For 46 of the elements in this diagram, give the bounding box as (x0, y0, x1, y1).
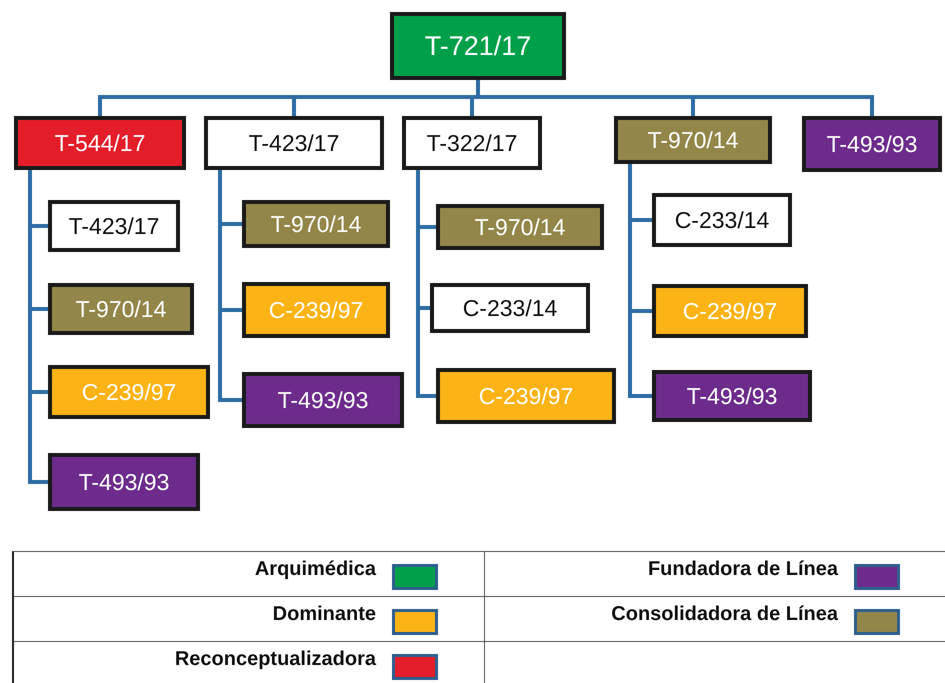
node-label: C-239/97 (82, 378, 176, 406)
node-label: C-239/97 (268, 296, 364, 324)
node-label: T-423/17 (248, 130, 340, 156)
category-box (614, 116, 772, 164)
node-label: C-239/97 (682, 298, 778, 324)
category-box (652, 284, 808, 338)
node-label: C-233/14 (674, 206, 770, 234)
legend-label: Arquimédica (254, 558, 376, 581)
node-label: T-493/93 (278, 386, 368, 414)
legend-label: Fundadora de Línea (648, 558, 838, 581)
node-label: T-493/93 (78, 468, 170, 496)
node-label: T-970/14 (270, 210, 362, 238)
category-box (436, 368, 616, 424)
category-box (402, 116, 542, 170)
category-box (802, 116, 942, 172)
category-box (48, 200, 180, 252)
node-label: C-233/14 (462, 294, 558, 322)
legend-label: Consolidadora de Línea (611, 603, 838, 626)
node-label: T-493/93 (686, 382, 778, 410)
category-box (390, 12, 566, 80)
category-box (652, 193, 792, 247)
node-label: T-493/93 (826, 130, 918, 158)
node-label: T-970/14 (648, 126, 738, 154)
node-label: T-721/17 (424, 30, 532, 62)
node-label: T-322/17 (426, 130, 518, 156)
category-box (430, 283, 590, 333)
category-box (652, 370, 812, 422)
category-box (242, 282, 390, 338)
category-box (204, 116, 384, 170)
category-box (48, 453, 200, 511)
category-box (48, 283, 194, 335)
node-label: T-970/14 (474, 214, 566, 240)
node-label: T-970/14 (76, 296, 166, 322)
connector-line (476, 80, 874, 116)
category-box (48, 365, 210, 419)
category-box (242, 200, 390, 248)
category-box (242, 372, 404, 428)
legend-label: Reconceptualizadora (174, 648, 376, 671)
category-box (436, 204, 604, 250)
connector-line (628, 164, 652, 398)
legend-label: Dominante (272, 603, 376, 626)
connector-line (28, 170, 48, 484)
category-box (14, 116, 186, 170)
node-label: T-544/17 (54, 130, 146, 156)
node-label: C-239/97 (478, 382, 574, 410)
node-label: T-423/17 (68, 212, 160, 240)
